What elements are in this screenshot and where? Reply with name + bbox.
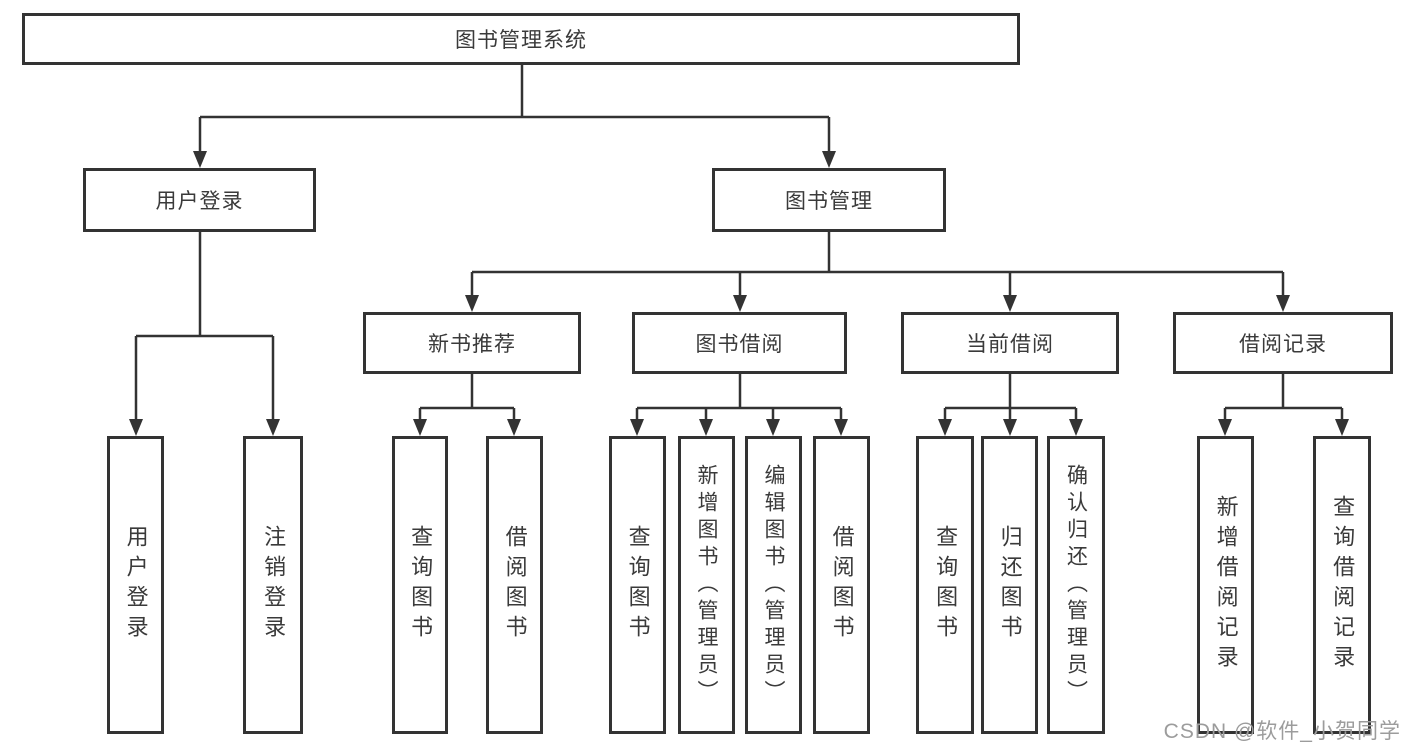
- node-user-login: 用户登录: [83, 168, 316, 232]
- leaf-borrowing-query-label: 查询图书: [625, 525, 651, 645]
- node-new-book-recommend-label: 新书推荐: [428, 333, 516, 356]
- leaf-user-login: 用户登录: [107, 436, 164, 734]
- leaf-current-return: 归还图书: [981, 436, 1038, 734]
- leaf-logout: 注销登录: [243, 436, 303, 734]
- node-root-label: 图书管理系统: [455, 29, 587, 52]
- node-user-login-label: 用户登录: [155, 190, 244, 213]
- leaf-borrowing-query: 查询图书: [609, 436, 666, 734]
- watermark: CSDN @软件_小贺同学: [1163, 720, 1401, 743]
- leaf-records-query-label: 查询借阅记录: [1330, 495, 1356, 675]
- leaf-records-query: 查询借阅记录: [1313, 436, 1371, 734]
- leaf-borrowing-borrow-label: 借阅图书: [829, 525, 855, 645]
- leaf-user-login-label: 用户登录: [123, 525, 149, 645]
- arrowheads: [129, 151, 1349, 436]
- leaf-current-query: 查询图书: [916, 436, 974, 734]
- leaf-current-confirm-admin-label: 确认归还（管理员）: [1064, 463, 1088, 707]
- node-book-management-label: 图书管理: [785, 190, 873, 213]
- leaf-borrowing-borrow: 借阅图书: [813, 436, 870, 734]
- leaf-current-query-label: 查询图书: [933, 525, 959, 645]
- node-borrowing-records-label: 借阅记录: [1239, 333, 1327, 356]
- node-current-borrowing: 当前借阅: [901, 312, 1119, 374]
- leaf-newbooks-query: 查询图书: [392, 436, 448, 734]
- leaf-current-confirm-admin: 确认归还（管理员）: [1047, 436, 1105, 734]
- node-new-book-recommend: 新书推荐: [363, 312, 581, 374]
- leaf-logout-label: 注销登录: [261, 525, 287, 645]
- leaf-borrowing-add-admin: 新增图书（管理员）: [678, 436, 735, 734]
- leaf-borrowing-add-admin-label: 新增图书（管理员）: [695, 463, 719, 707]
- node-borrowing-records: 借阅记录: [1173, 312, 1393, 374]
- node-book-borrowing: 图书借阅: [632, 312, 847, 374]
- node-book-management: 图书管理: [712, 168, 946, 232]
- leaf-borrowing-edit-admin: 编辑图书（管理员）: [745, 436, 802, 734]
- node-book-borrowing-label: 图书借阅: [695, 333, 784, 356]
- leaf-newbooks-borrow: 借阅图书: [486, 436, 543, 734]
- leaf-newbooks-query-label: 查询图书: [408, 525, 434, 645]
- leaf-records-add-label: 新增借阅记录: [1213, 495, 1239, 675]
- node-current-borrowing-label: 当前借阅: [966, 333, 1054, 356]
- leaf-newbooks-borrow-label: 借阅图书: [502, 525, 528, 645]
- leaf-borrowing-edit-admin-label: 编辑图书（管理员）: [762, 463, 786, 707]
- node-root: 图书管理系统: [22, 13, 1020, 65]
- leaf-current-return-label: 归还图书: [997, 525, 1023, 645]
- leaf-records-add: 新增借阅记录: [1197, 436, 1254, 734]
